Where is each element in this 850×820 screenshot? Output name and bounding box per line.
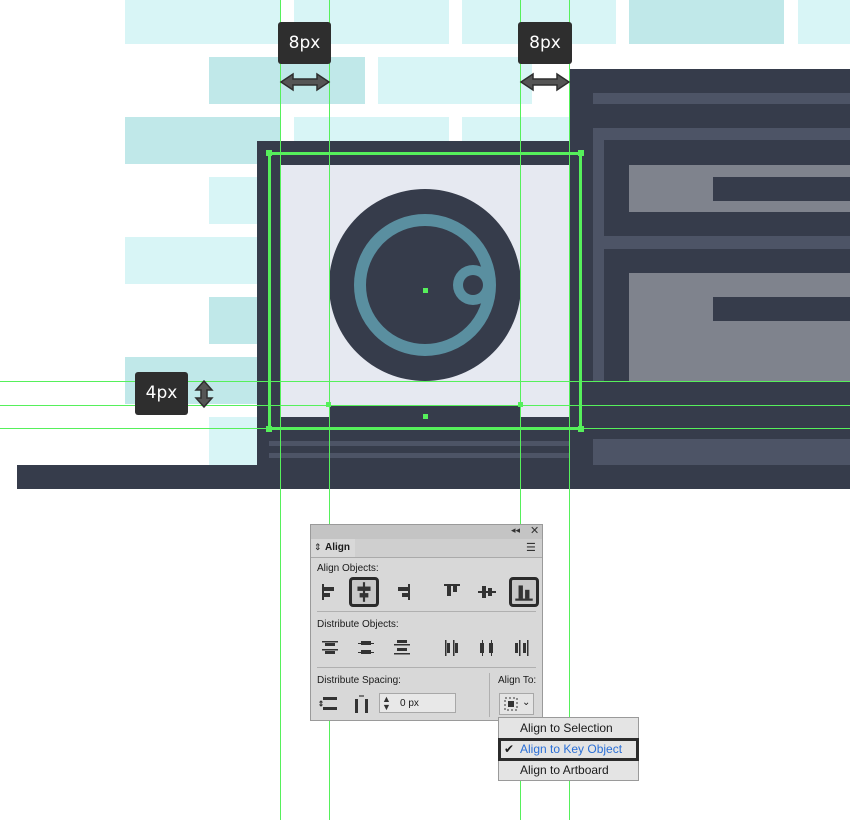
align-to-key-object-icon xyxy=(504,697,518,711)
guide-horizontal xyxy=(0,428,850,429)
vertical-distribute-center-icon[interactable] xyxy=(355,637,377,659)
horizontal-double-arrow-icon xyxy=(519,72,571,92)
tab-align[interactable]: ⇕ Align xyxy=(311,539,355,557)
horizontal-distribute-space-icon[interactable] xyxy=(351,693,373,715)
console-slot-bottom xyxy=(713,297,850,321)
guide-horizontal xyxy=(0,405,850,406)
vertical-distribute-top-icon[interactable] xyxy=(319,637,341,659)
measurement-tag-right: 8px xyxy=(518,22,572,64)
panel-tab-bar: ⇕ Align ☰ xyxy=(311,539,542,558)
menu-item-label: Align to Selection xyxy=(520,721,613,735)
distribute-spacing-label: Distribute Spacing: xyxy=(317,675,401,686)
brick xyxy=(798,0,850,44)
horizontal-distribute-center-icon[interactable] xyxy=(476,637,498,659)
guide-horizontal xyxy=(0,381,850,382)
close-icon[interactable]: ✕ xyxy=(530,525,540,537)
tab-arrows-icon: ⇕ xyxy=(314,542,322,552)
selected-bar-center-point xyxy=(423,414,428,419)
vertical-align-center-icon[interactable] xyxy=(476,581,498,603)
horizontal-align-center-button[interactable] xyxy=(349,577,379,607)
checkmark-icon: ✔ xyxy=(504,742,515,756)
measurement-tag-left: 8px xyxy=(278,22,331,64)
divider xyxy=(317,667,536,668)
horizontal-align-right-icon[interactable] xyxy=(391,581,413,603)
horizontal-align-center-icon xyxy=(357,582,371,602)
brick xyxy=(209,417,259,465)
brick xyxy=(209,297,259,344)
horizontal-double-arrow-icon xyxy=(279,72,331,92)
horizontal-align-left-icon[interactable] xyxy=(319,581,341,603)
spinner-icon[interactable]: ▲▼ xyxy=(382,694,391,712)
guide-vertical xyxy=(280,0,281,820)
align-to-menu: Align to Selection ✔ Align to Key Object… xyxy=(498,717,639,781)
tab-align-label: Align xyxy=(325,542,350,553)
menu-item-label: Align to Artboard xyxy=(520,763,609,777)
menu-item-label: Align to Key Object xyxy=(520,742,623,756)
divider xyxy=(317,611,536,612)
console-screen-bottom xyxy=(629,273,850,390)
chevron-down-icon: ⌄ xyxy=(522,697,531,708)
menu-item-align-to-key-object[interactable]: ✔ Align to Key Object xyxy=(498,738,639,761)
console-strip xyxy=(593,93,850,104)
floor-line xyxy=(17,465,850,489)
menu-item-align-to-artboard[interactable]: Align to Artboard xyxy=(499,760,638,781)
vertical-align-bottom-icon xyxy=(515,585,533,601)
horizontal-distribute-right-icon[interactable] xyxy=(511,637,533,659)
device-bottom-stripe xyxy=(269,441,569,446)
vertical-distribute-space-icon[interactable] xyxy=(319,693,341,715)
console-slot-top xyxy=(713,177,850,201)
artwork-canvas xyxy=(17,0,850,489)
align-objects-label: Align Objects: xyxy=(317,563,379,574)
dial-knob xyxy=(329,189,521,381)
bbox-handle[interactable] xyxy=(266,426,272,432)
spacing-value: 0 px xyxy=(400,698,419,709)
vertical-align-top-icon[interactable] xyxy=(441,581,463,603)
panel-menu-icon[interactable]: ☰ xyxy=(526,542,536,554)
guide-vertical xyxy=(520,0,521,820)
panel-titlebar[interactable]: ◂◂ ✕ xyxy=(311,525,542,539)
brick xyxy=(125,0,280,44)
guide-vertical xyxy=(329,0,330,820)
brick xyxy=(462,117,569,141)
brick xyxy=(378,57,532,104)
vertical-distribute-bottom-icon[interactable] xyxy=(391,637,413,659)
measurement-tag-vertical: 4px xyxy=(135,372,188,415)
brick xyxy=(125,117,280,164)
menu-item-align-to-selection[interactable]: Align to Selection xyxy=(499,718,638,739)
device-bottom-stripe-2 xyxy=(269,453,569,458)
spacing-input[interactable]: ▲▼ 0 px xyxy=(379,693,456,713)
brick xyxy=(209,177,259,224)
horizontal-distribute-left-icon[interactable] xyxy=(441,637,463,659)
console-base xyxy=(582,381,850,439)
dial-indicator-hole xyxy=(463,275,483,295)
collapse-icon[interactable]: ◂◂ xyxy=(511,525,521,535)
brick xyxy=(294,117,449,141)
brick xyxy=(125,237,259,284)
dial-center-point xyxy=(423,288,428,293)
guide-vertical xyxy=(569,0,570,820)
vertical-align-bottom-button[interactable] xyxy=(509,577,539,607)
align-to-label: Align To: xyxy=(498,675,537,686)
bbox-handle[interactable] xyxy=(578,150,584,156)
bar-anchor xyxy=(326,402,331,407)
align-to-dropdown[interactable]: ⌄ xyxy=(499,693,534,715)
align-panel: ◂◂ ✕ ⇕ Align ☰ Align Objects: Distribute… xyxy=(310,524,543,721)
selection-bounding-box[interactable] xyxy=(268,152,582,430)
vertical-double-arrow-icon xyxy=(194,380,214,408)
bbox-handle[interactable] xyxy=(266,150,272,156)
divider-vertical xyxy=(489,673,490,717)
brick xyxy=(629,0,784,44)
bbox-handle[interactable] xyxy=(578,426,584,432)
distribute-objects-label: Distribute Objects: xyxy=(317,619,399,630)
